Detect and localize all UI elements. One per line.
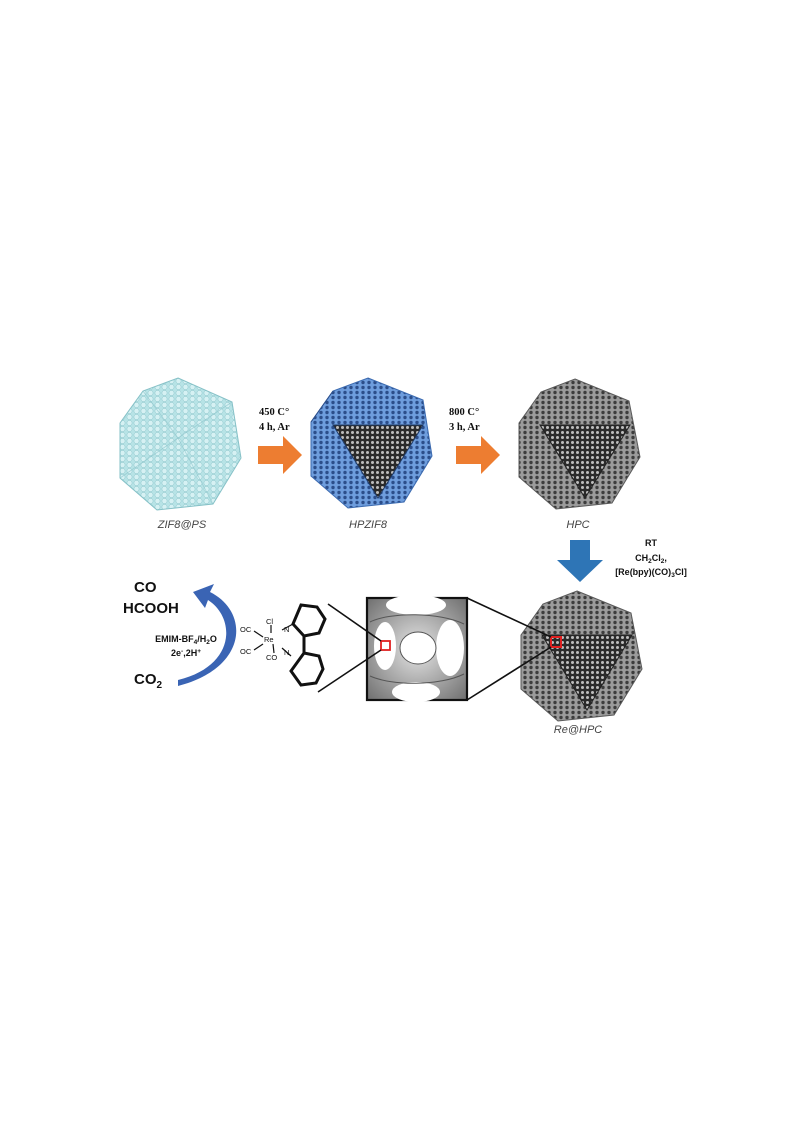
zif8ps-particle xyxy=(119,377,242,511)
step1-time-atmosphere: 4 h, Ar xyxy=(259,422,290,433)
step3-solvent: CH2Cl2, xyxy=(635,553,667,565)
step2-temperature: 800 C° xyxy=(449,407,479,418)
rehpc-highlight-box xyxy=(550,636,562,648)
atom-n-top: N xyxy=(284,625,289,634)
rehpc-macroporous-facet xyxy=(541,634,633,711)
product-hcooh: HCOOH xyxy=(123,600,179,617)
zif8ps-label: ZIF8@PS xyxy=(157,519,207,531)
step2-time-atmosphere: 3 h, Ar xyxy=(449,422,480,433)
hpzif8-label: HPZIF8 xyxy=(349,519,388,531)
hpc-macroporous-facet xyxy=(539,424,631,499)
rehpc-particle xyxy=(520,590,643,722)
atom-n-bottom: N xyxy=(284,648,289,657)
atom-re: Re xyxy=(264,635,274,644)
step3-temperature: RT xyxy=(645,538,657,548)
atom-oc-top: OC xyxy=(240,625,252,634)
zoom-line-bottom xyxy=(466,646,552,701)
hpzif8-particle xyxy=(310,377,433,509)
zoom-line-top xyxy=(466,597,552,638)
rhenium-bipyridine-complex: Cl Re OC OC CO N N xyxy=(240,603,327,687)
hpc-label: HPC xyxy=(566,519,589,531)
hpc-particle xyxy=(518,378,641,510)
electron-proton-label: 2e-,2H+ xyxy=(171,648,201,658)
step3-arrow xyxy=(557,540,603,582)
electrolyte-label: EMIM-BF4/H2O xyxy=(155,634,217,646)
step1-arrow xyxy=(258,436,302,474)
hpzif8-macroporous-facet xyxy=(332,424,424,499)
atom-co: CO xyxy=(266,653,277,662)
zoom-line-molecule-bottom xyxy=(317,649,382,693)
step3-rhenium-complex: [Re(bpy)(CO)3Cl] xyxy=(615,567,687,579)
atom-oc-bottom: OC xyxy=(240,647,252,656)
pore-structure-inset xyxy=(365,595,469,702)
reactant-co2: CO2 xyxy=(134,671,163,691)
product-co: CO xyxy=(134,579,157,596)
co2-reduction-arrow xyxy=(178,584,237,686)
step1-temperature: 450 C° xyxy=(259,407,289,418)
pore-highlight-box xyxy=(380,640,391,651)
atom-cl: Cl xyxy=(266,617,273,626)
step2-arrow xyxy=(456,436,500,474)
rehpc-label: Re@HPC xyxy=(554,724,603,736)
zoom-line-molecule-top xyxy=(327,603,382,642)
